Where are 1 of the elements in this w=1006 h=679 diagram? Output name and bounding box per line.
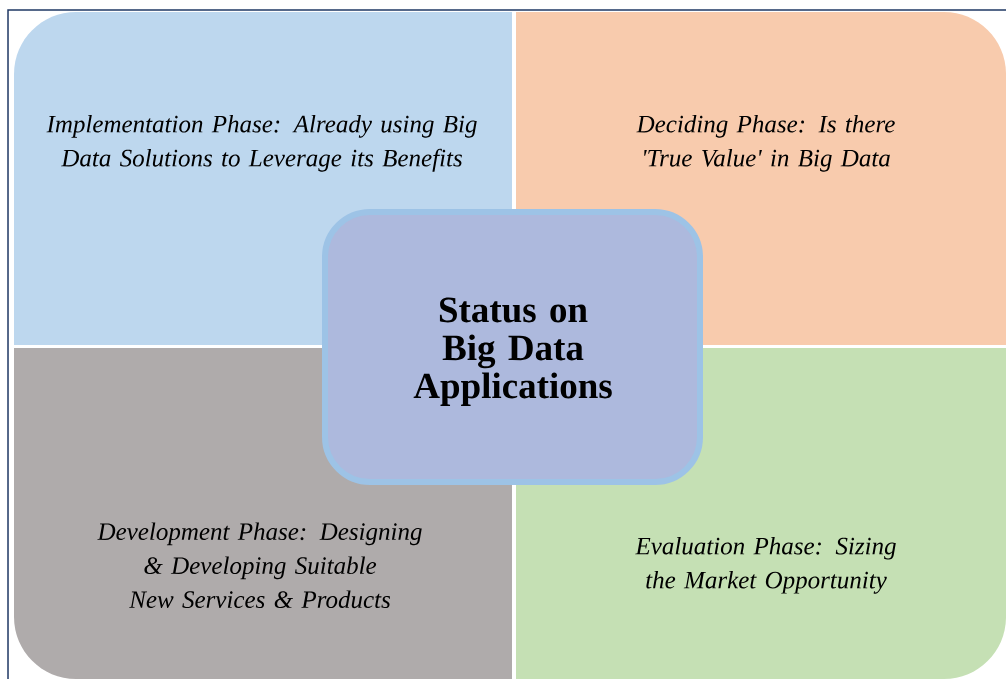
center-box: Status on Big Data Applications <box>322 209 703 485</box>
